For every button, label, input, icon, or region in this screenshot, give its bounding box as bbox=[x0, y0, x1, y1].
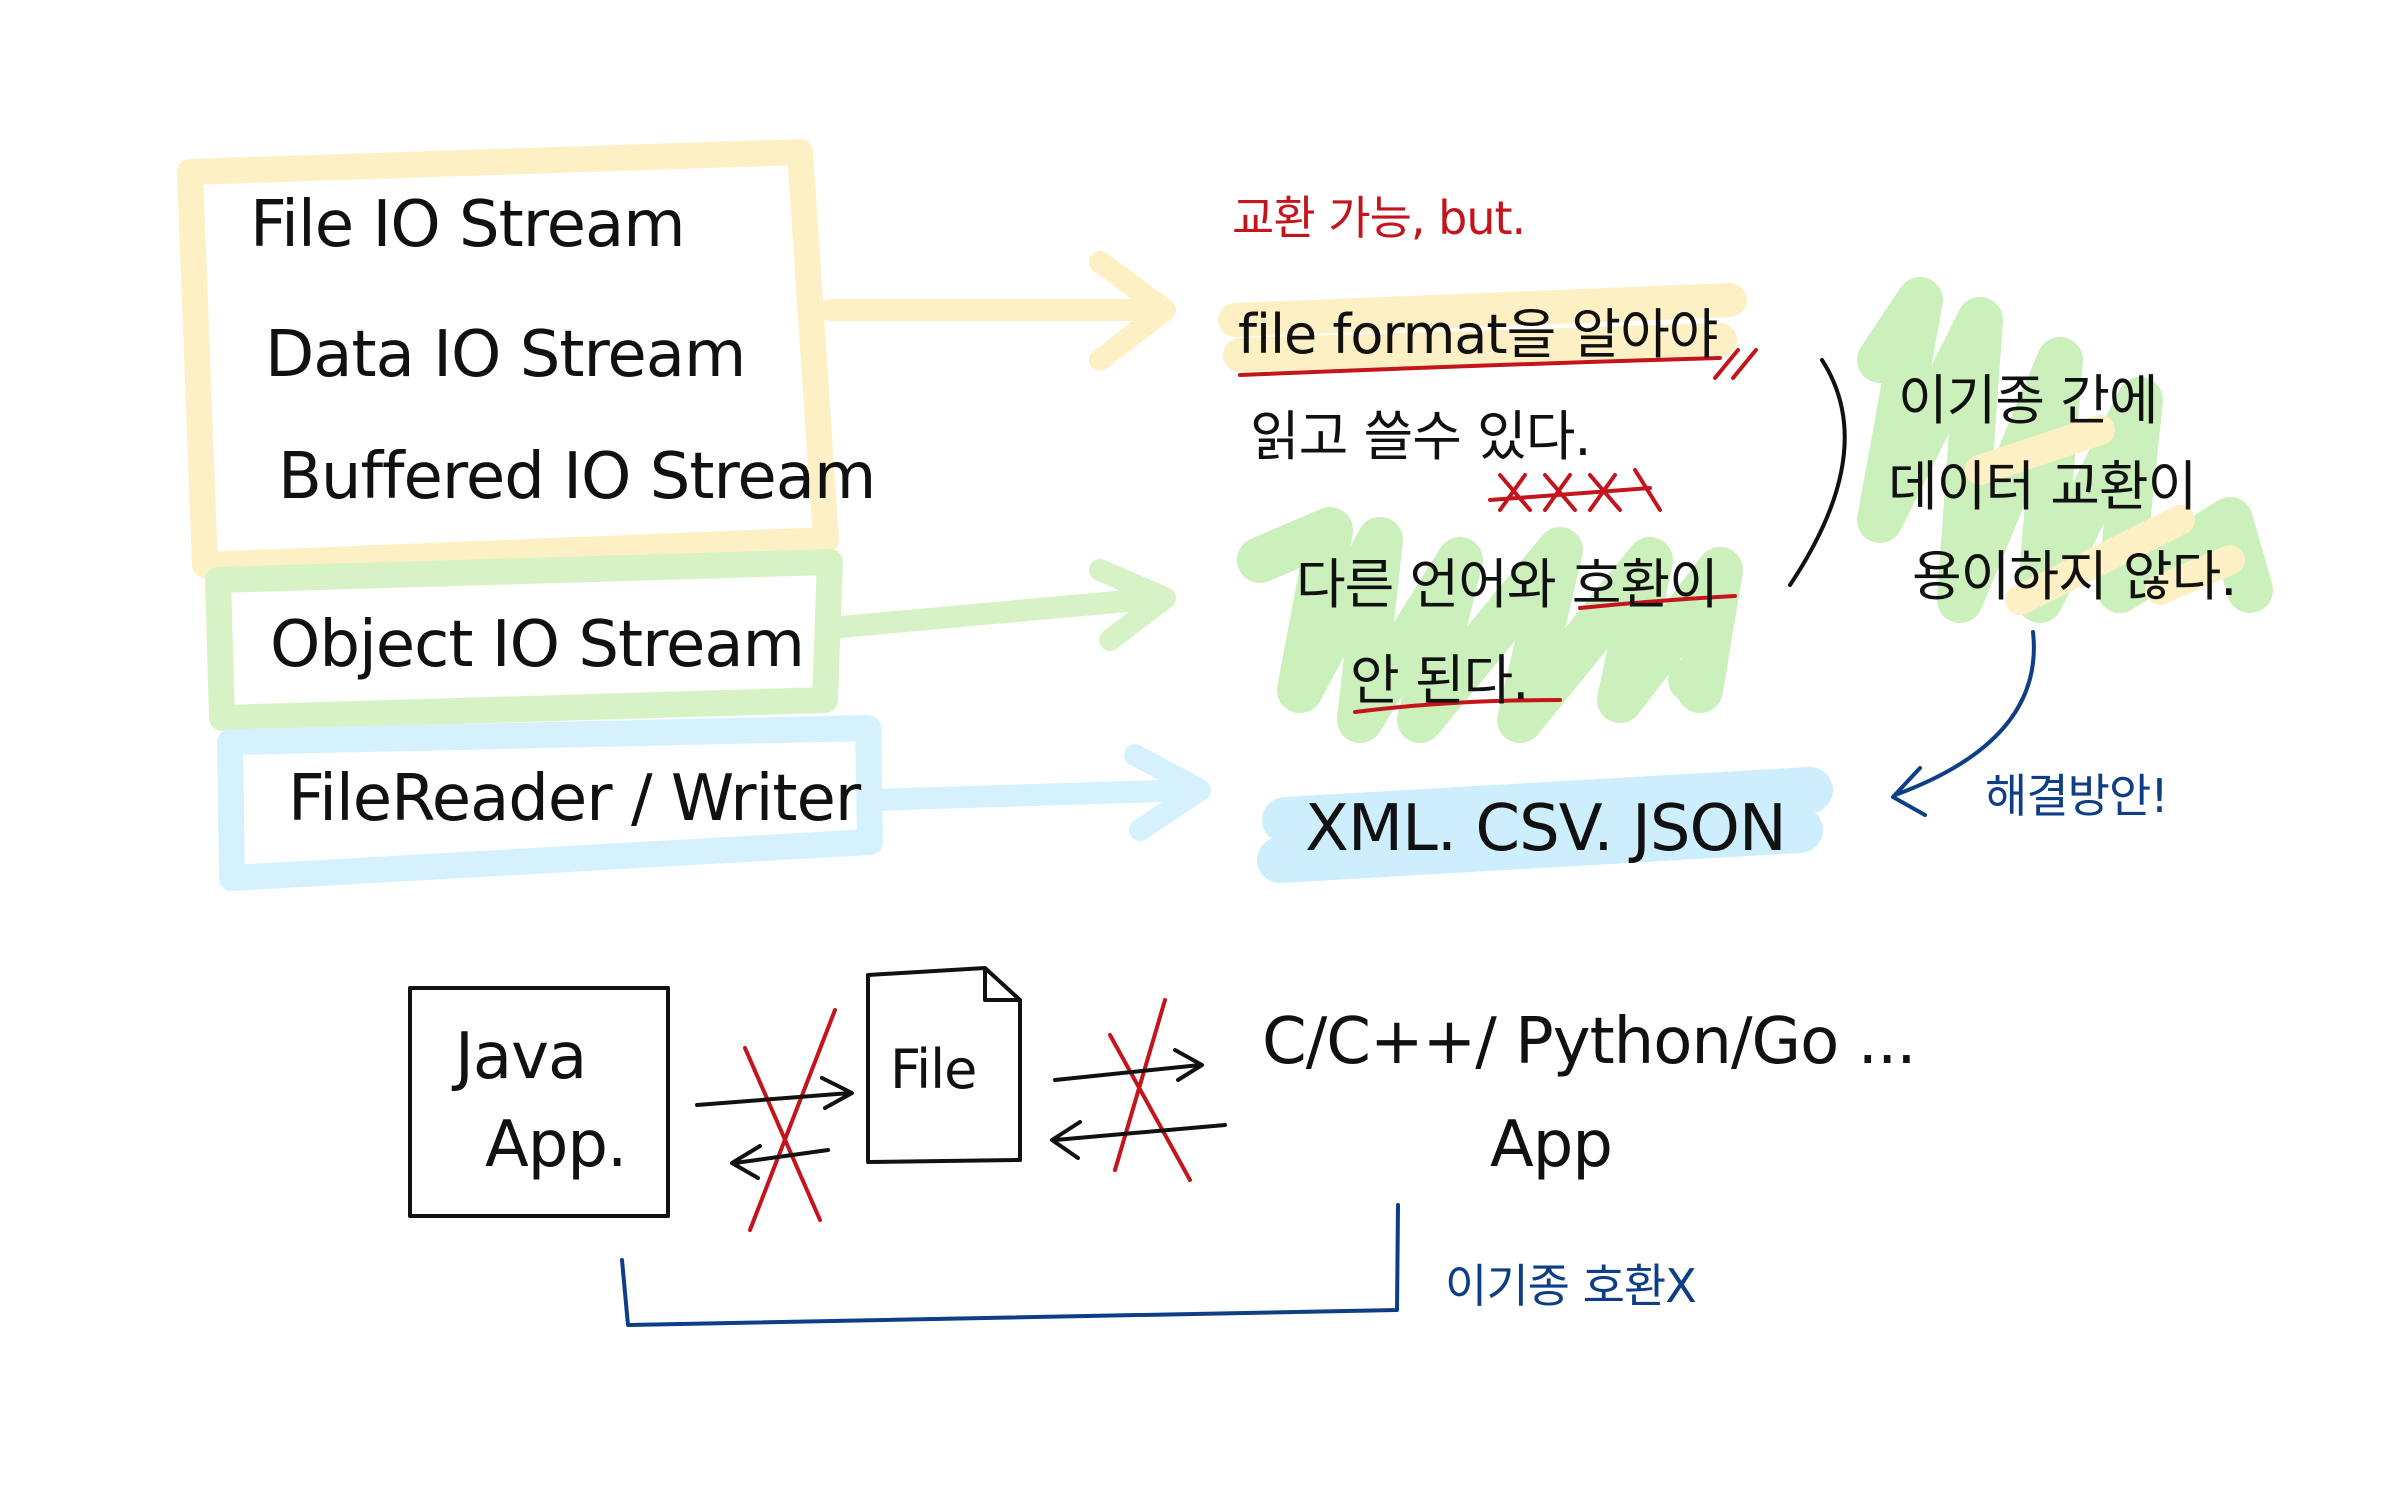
underline-compatible bbox=[1578, 594, 1737, 610]
file-label: File bbox=[890, 1038, 977, 1101]
arrow-file-to-java bbox=[730, 1144, 830, 1180]
stream-label-filereader-writer: FileReader / Writer bbox=[288, 762, 861, 836]
note-hetero-line2: 데이터 교환이 bbox=[1888, 455, 2197, 518]
green-box bbox=[205, 549, 843, 731]
bottom-bracket bbox=[620, 1203, 1400, 1327]
langs-label-line1: C/C++/ Python/Go ... bbox=[1262, 1005, 1917, 1079]
green-arrow bbox=[819, 559, 1176, 651]
blue-ink-layer bbox=[620, 630, 2036, 1327]
arrow-file-to-langs bbox=[1053, 1048, 1204, 1082]
highlight-layer bbox=[177, 139, 2273, 891]
arrow-java-to-file bbox=[695, 1076, 854, 1110]
java-app-label-line1: Java bbox=[455, 1020, 587, 1094]
curved-arrow-to-solution bbox=[1891, 630, 2036, 817]
note-exchange-possible: 교환 가능, but. bbox=[1232, 191, 1526, 245]
blue-box bbox=[217, 715, 883, 891]
stream-label-object-io: Object IO Stream bbox=[270, 608, 805, 682]
cross-right bbox=[1108, 998, 1192, 1182]
yellow-scribble-right bbox=[1965, 415, 2245, 615]
note-other-lang-line1: 다른 언어와 호환이 bbox=[1296, 553, 1719, 616]
yellow-arrow bbox=[819, 251, 1176, 371]
hetero-incompatible-label: 이기종 호환X bbox=[1445, 1259, 1697, 1313]
file-document-icon bbox=[866, 966, 1022, 1164]
arrow-langs-to-file bbox=[1050, 1120, 1227, 1160]
blue-arrow bbox=[859, 744, 1211, 841]
yellow-box bbox=[177, 139, 839, 578]
note-hetero-line3: 용이하지 않다. bbox=[1912, 545, 2237, 608]
green-scribble-right bbox=[1857, 277, 2273, 623]
stream-label-data-io: Data IO Stream bbox=[265, 318, 746, 392]
note-solution: 해결방안! bbox=[1985, 769, 2169, 823]
note-other-lang-line2: 안 된다. bbox=[1350, 649, 1529, 712]
green-dot bbox=[1668, 658, 1712, 702]
black-ink-layer bbox=[408, 358, 1847, 1218]
java-app-box bbox=[408, 986, 670, 1218]
strikeout-scribble bbox=[1488, 468, 1662, 512]
note-file-format-line2: 읽고 쓸수 있다. bbox=[1250, 405, 1592, 468]
note-file-format-line1: file format을 알아야 bbox=[1238, 303, 1718, 366]
double-slash-mark bbox=[1713, 348, 1758, 380]
langs-label-line2: App bbox=[1490, 1108, 1613, 1182]
yellow-highlight-fileformat bbox=[1218, 283, 1747, 372]
green-scribble-block bbox=[1237, 507, 1743, 743]
bracket-curve bbox=[1788, 358, 1847, 587]
note-formats: XML. CSV. JSON bbox=[1305, 792, 1787, 866]
java-app-label-line2: App. bbox=[485, 1108, 627, 1182]
note-hetero-line1: 이기종 간에 bbox=[1898, 369, 2159, 432]
stream-label-buffered-io: Buffered IO Stream bbox=[278, 440, 876, 514]
red-ink-layer bbox=[743, 348, 1758, 1232]
underline-not-working bbox=[1353, 698, 1562, 714]
blue-highlight-formats bbox=[1257, 767, 1833, 883]
cross-left bbox=[743, 1008, 837, 1232]
underline-fileformat bbox=[1238, 356, 1722, 377]
stream-label-file-io: File IO Stream bbox=[250, 188, 686, 262]
